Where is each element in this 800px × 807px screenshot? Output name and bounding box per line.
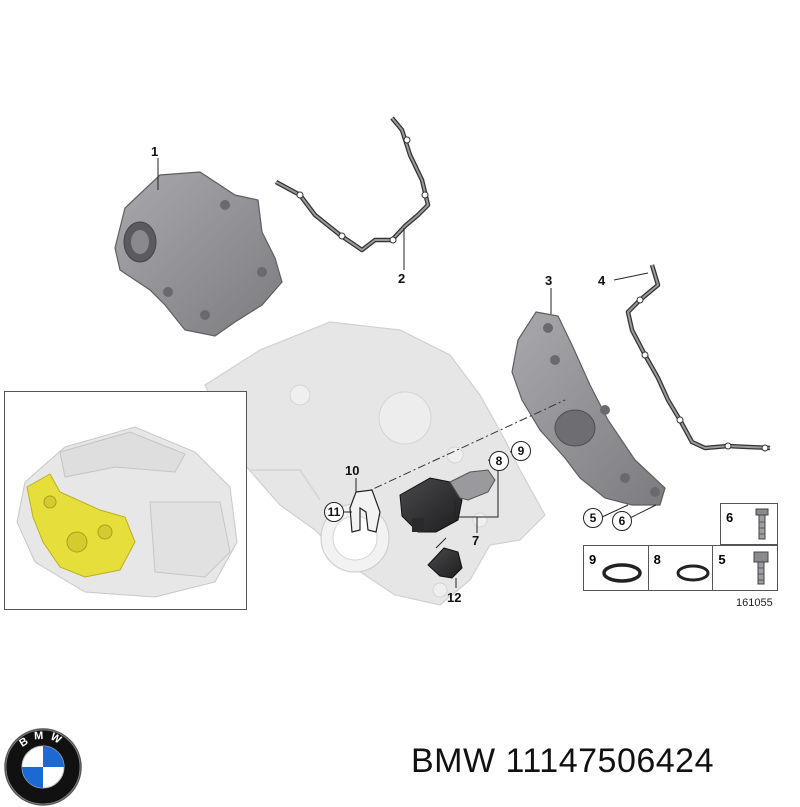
legend-cell-o-ring-large: 9 [584, 546, 649, 590]
callout-1: 1 [151, 144, 159, 159]
gasket-part-2 [274, 116, 431, 270]
callout-8: 8 [489, 451, 509, 471]
callout-11: 11 [324, 502, 344, 522]
gasket-part-4 [613, 264, 771, 452]
callout-4: 4 [598, 273, 606, 288]
legend-number-5: 5 [718, 552, 726, 567]
callout-2: 2 [398, 271, 406, 286]
clip-part-10 [342, 478, 381, 533]
legend-o-ring-large-icon [602, 563, 642, 583]
callout-9: 9 [511, 441, 531, 461]
legend-number-8: 8 [653, 552, 661, 567]
callout-10: 10 [345, 463, 360, 478]
engine-location-inset [4, 391, 247, 610]
legend-cell-o-ring-small: 8 [649, 546, 714, 590]
timing-cover-part-1 [114, 158, 283, 337]
alignment-line [359, 399, 566, 496]
legend-number-9: 9 [589, 552, 597, 567]
inset-engine-drawing [16, 426, 238, 598]
brand-part-number-caption: BMW 11147506424 [411, 742, 714, 780]
bmw-logo-icon: BMW [4, 728, 82, 806]
legend-number-6: 6 [726, 510, 734, 525]
legend-table-top: 6 [720, 503, 778, 545]
diagram-number: 161055 [736, 597, 773, 609]
legend-o-ring-small-icon [676, 564, 710, 582]
legend-table-bottom: 9 8 5 [583, 545, 778, 591]
legend-cell-bolt: 5 [713, 546, 777, 590]
callout-12: 12 [447, 590, 462, 605]
solenoid-valve-part-7 [399, 468, 499, 533]
callout-7: 7 [472, 533, 480, 548]
sensor-part-12 [427, 537, 463, 588]
callout-6: 6 [612, 511, 632, 531]
cover-plate-part-3 [511, 288, 666, 506]
legend-bolt-6-icon [755, 508, 769, 540]
callout-3: 3 [545, 273, 553, 288]
callout-5: 5 [583, 508, 603, 528]
legend-bolt-5-icon [753, 551, 769, 585]
